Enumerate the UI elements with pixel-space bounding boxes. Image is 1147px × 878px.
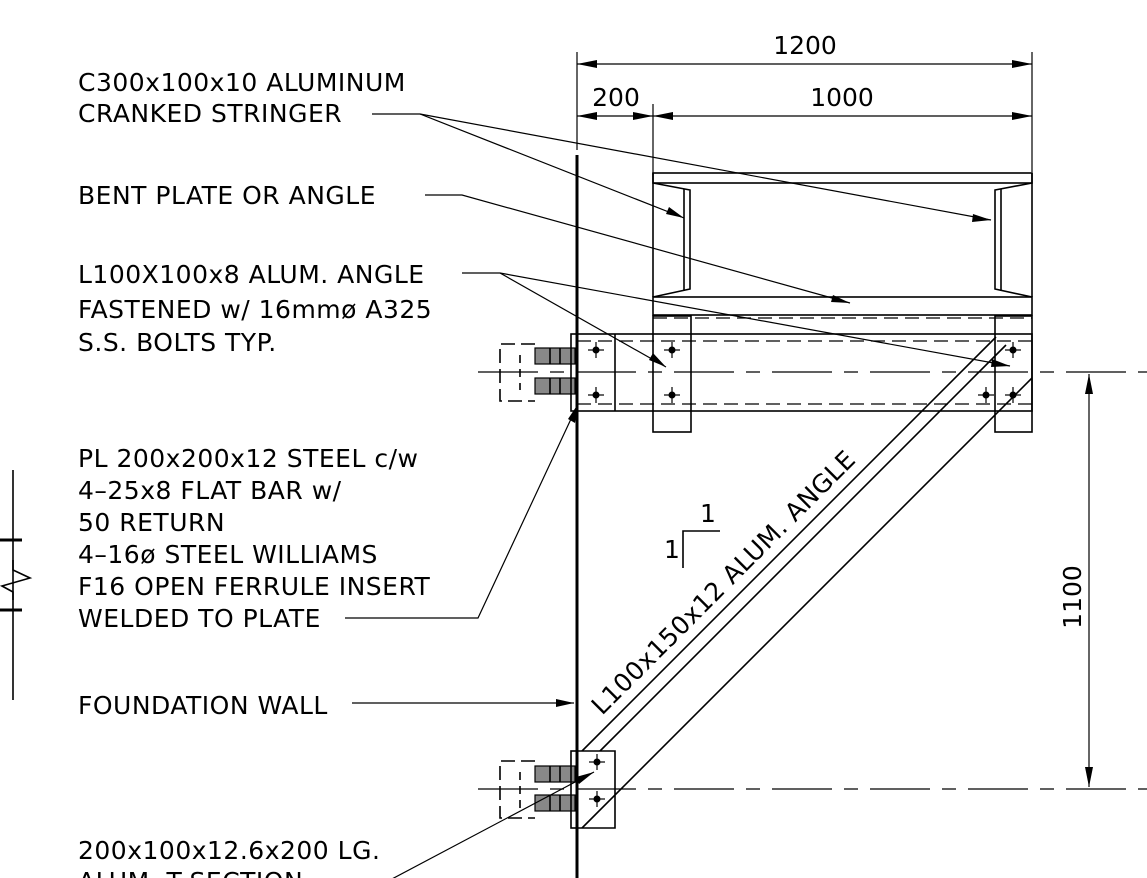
leader-tsection <box>392 771 595 878</box>
dim-left-offset: 200 <box>592 83 640 112</box>
label-plate-line3: 50 RETURN <box>78 508 225 537</box>
label-stringer-line1: C300x100x10 ALUMINUM <box>78 68 406 97</box>
leader-angle <box>462 272 1011 368</box>
diagonal-brace <box>581 336 1033 829</box>
label-foundation-wall: FOUNDATION WALL <box>78 691 328 720</box>
leader-bent-plate <box>425 194 851 304</box>
slope-symbol <box>682 530 720 568</box>
dim-stringer-span: 1000 <box>810 83 874 112</box>
label-angle-line2: FASTENED w/ 16mmø A325 <box>78 295 432 324</box>
vertical-dimension <box>1085 374 1093 787</box>
dim-height: 1100 <box>1058 565 1087 629</box>
label-bent-plate: BENT PLATE OR ANGLE <box>78 181 376 210</box>
label-plate-line4: 4–16ø STEEL WILLIAMS <box>78 540 378 569</box>
label-tsection-line1: 200x100x12.6x200 LG. <box>78 836 380 865</box>
dim-overall-width: 1200 <box>773 31 837 60</box>
label-plate-line6: WELDED TO PLATE <box>78 604 321 633</box>
horizontal-support <box>576 315 1033 433</box>
label-plate-line5: F16 OPEN FERRULE INSERT <box>78 572 431 601</box>
label-tsection-line2: ALUM. T-SECTION <box>78 867 303 878</box>
label-plate-line1: PL 200x200x12 STEEL c/w <box>78 444 418 473</box>
leader-foundation-wall <box>352 699 574 707</box>
brace-label: L100x150x12 ALUM. ANGLE <box>586 445 862 721</box>
top-dimensions <box>576 52 1033 175</box>
stringer-section <box>652 172 1033 319</box>
label-stringer-line2: CRANKED STRINGER <box>78 99 342 128</box>
label-angle-line1: L100X100x8 ALUM. ANGLE <box>78 260 425 289</box>
leader-plate <box>345 403 579 619</box>
slope-rise: 1 <box>700 499 716 528</box>
lower-bracket <box>499 750 616 829</box>
slope-run: 1 <box>664 535 680 564</box>
leader-stringer <box>372 113 992 222</box>
break-line-symbol <box>0 470 33 700</box>
label-angle-line3: S.S. BOLTS TYP. <box>78 328 277 357</box>
label-plate-line2: 4–25x8 FLAT BAR w/ <box>78 476 342 505</box>
